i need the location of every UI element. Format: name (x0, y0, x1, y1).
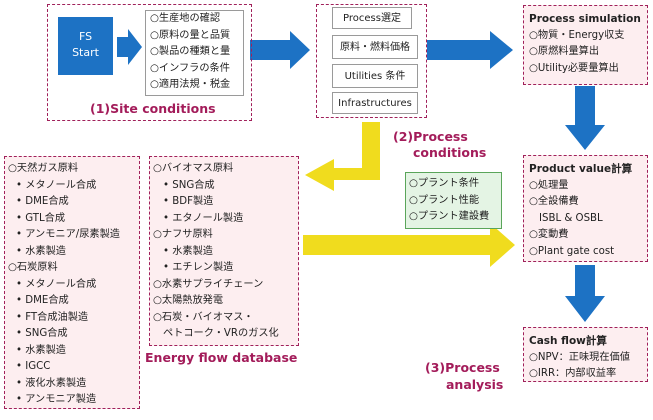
site-conditions-frame (47, 4, 252, 121)
db-left-item: • メタノール合成 (16, 179, 97, 191)
arrow-process-to-simulation (427, 31, 513, 69)
db-left-item: • FT合成油製造 (16, 311, 89, 323)
arrow-product-to-cashflow (565, 265, 605, 322)
process-analysis-caption-2: analysis (446, 377, 504, 392)
process-condition-box: Utilities 条件 (332, 64, 418, 88)
fs-start-line1: FS (78, 30, 93, 43)
simulation-item: ○Utility必要量算出 (529, 62, 619, 74)
process-condition-box: Infrastructures (332, 92, 418, 114)
db-left-item: • GTL合成 (16, 212, 66, 224)
db-left-item: • アンモニア/尿素製造 (16, 229, 120, 240)
process-simulation-box: Process simulation ○物質・Energy収支 ○原燃料量算出 … (523, 5, 648, 85)
db-left-item: • IGCC (16, 361, 51, 372)
db-right-item: ペトコーク・VRのガス化 (163, 328, 279, 339)
db-left-item: • SNG合成 (16, 328, 68, 339)
site-item: ○原料の量と品質 (150, 29, 231, 41)
db-right-item: • 水素製造 (163, 245, 213, 257)
db-left-item: • DME合成 (16, 196, 69, 207)
db-left-item: ○石炭原料 (8, 262, 58, 273)
fs-start-box: FS Start (58, 17, 113, 75)
db-left-item: • DME合成 (16, 295, 69, 306)
db-right-item: ○バイオマス原料 (153, 163, 234, 174)
process-conditions-caption-1: (2)Process (393, 129, 468, 144)
db-left-item: • 水素製造 (16, 245, 66, 257)
db-right-item: ○太陽熱放発電 (153, 295, 224, 306)
site-item: ○適用法規・税金 (150, 79, 231, 90)
fs-start-line2: Start (72, 46, 99, 59)
db-left-item: ○天然ガス原料 (8, 163, 79, 174)
process-conditions-caption-2: conditions (413, 145, 487, 160)
product-value-item: ○Plant gate cost (529, 245, 615, 257)
process-simulation-title: Process simulation (529, 13, 641, 25)
product-value-item: ○処理量 (529, 179, 569, 191)
simulation-item: ○原燃料量算出 (529, 46, 600, 57)
arrow-start-to-site (117, 29, 142, 65)
product-value-title: Product value計算 (529, 163, 633, 175)
product-value-box: Product value計算 ○処理量 ○全設備費 ISBL & OSBL ○… (523, 155, 648, 262)
site-item: ○インフラの条件 (150, 62, 230, 74)
arrow-simulation-to-product (565, 86, 605, 150)
product-value-item: ○全設備費 (529, 196, 579, 207)
simulation-item: ○物質・Energy収支 (529, 29, 625, 41)
site-item: ○製品の種類と量 (150, 46, 231, 57)
cash-flow-title: Cash flow計算 (529, 335, 607, 347)
plant-item: ○プラント建設費 (409, 211, 490, 222)
arrow-database-to-product (303, 223, 515, 267)
plant-item: ○プラント性能 (409, 194, 480, 206)
arrow-process-to-database (305, 122, 380, 191)
db-right-item: • SNG合成 (163, 179, 215, 191)
db-right-item: ○ナフサ原料 (153, 229, 213, 240)
process-analysis-caption-1: (3)Process (425, 360, 500, 375)
product-value-item: ISBL & OSBL (539, 212, 603, 224)
plant-item: ○プラント条件 (409, 178, 480, 189)
plant-box: ○プラント条件 ○プラント性能 ○プラント建設費 (405, 172, 502, 229)
db-left-item: • 水素製造 (16, 344, 66, 356)
cash-flow-item: ○NPV：正味現在価値 (529, 351, 630, 363)
process-conditions-frame (316, 4, 427, 118)
process-condition-box: Process選定 (332, 7, 412, 29)
db-left-item: • アンモニア製造 (16, 394, 97, 405)
product-value-item: ○変動費 (529, 229, 569, 240)
site-conditions-list: ○生産地の確認 ○原料の量と品質 ○製品の種類と量 ○インフラの条件 ○適用法規… (145, 10, 244, 96)
db-right-item: • BDF製造 (163, 196, 214, 207)
db-right-item: ○水素サプライチェーン (153, 278, 264, 290)
arrow-site-to-process (250, 31, 310, 69)
database-right-box: ○バイオマス原料 • SNG合成 • BDF製造 • エタノール製造 ○ナフサ原… (149, 156, 299, 346)
cash-flow-box: Cash flow計算 ○NPV：正味現在価値 ○IRR：内部収益率 (523, 327, 648, 382)
database-caption: Energy flow database (145, 350, 298, 365)
process-condition-box: 原料・燃料価格 (332, 35, 418, 59)
db-left-item: • 液化水素製造 (16, 377, 87, 389)
database-left-box: ○天然ガス原料 • メタノール合成 • DME合成 • GTL合成 • アンモニ… (4, 156, 140, 409)
cash-flow-item: ○IRR：内部収益率 (529, 368, 617, 379)
site-item: ○生産地の確認 (150, 13, 221, 24)
db-right-item: • エタノール製造 (163, 212, 244, 224)
site-conditions-caption: (1)Site conditions (90, 101, 216, 116)
db-right-item: • エチレン製造 (163, 262, 234, 273)
db-right-item: ○石炭・バイオマス・ (153, 311, 254, 323)
db-left-item: • メタノール合成 (16, 278, 97, 290)
